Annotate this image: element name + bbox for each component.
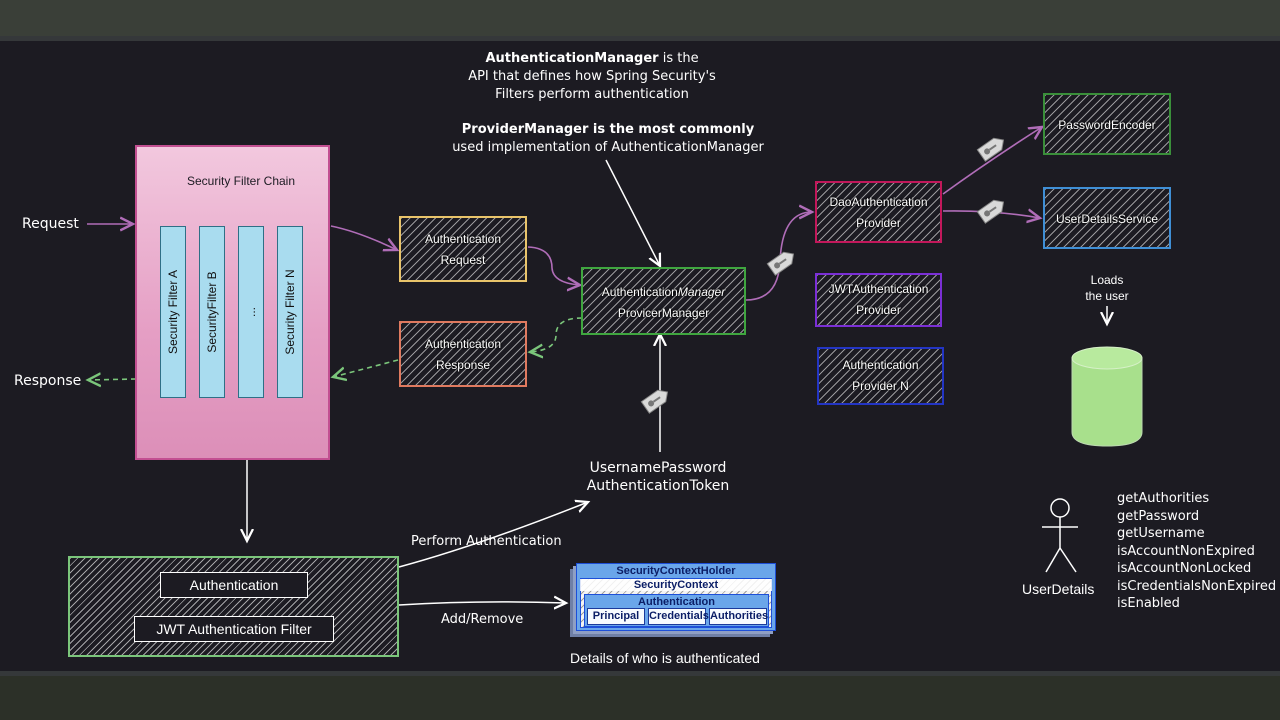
security-filter-a: Security Filter A <box>160 226 186 398</box>
manager-annotation-rest: is the <box>658 51 699 66</box>
manager-annotation: AuthenticationManager is the API that de… <box>430 50 754 104</box>
credentials-cell: Credentials <box>648 608 709 625</box>
loads-user-label: Loads the user <box>1067 272 1147 304</box>
loads-user-line2: the user <box>1085 289 1129 303</box>
token-line2: AuthenticationToken <box>586 478 730 494</box>
token-label: UsernamePassword AuthenticationToken <box>570 459 746 495</box>
arrow-chain-to-request <box>330 225 397 250</box>
manager-annotation-line3: Filters perform authentication <box>495 87 689 102</box>
arrow-dao-to-encoder <box>942 127 1042 195</box>
dao-provider-line1: DaoAuthentication <box>829 195 928 209</box>
database-icon <box>1071 346 1143 447</box>
method-is-enabled: isEnabled <box>1117 596 1180 611</box>
arrow-annotation-to-manager <box>605 159 660 266</box>
authentication-request-line2: Request <box>440 253 486 267</box>
authorities-cell: Authorities <box>709 608 768 625</box>
method-get-authorities: getAuthorities <box>1117 491 1210 506</box>
method-is-credentials-non-expired: isCredentialsNonExpired <box>1117 578 1277 594</box>
context-caption: Details of who is authenticated <box>570 650 760 666</box>
arrow-response <box>88 379 137 380</box>
jwt-provider-line1: JWTAuthentication <box>828 282 929 296</box>
jwt-provider-label: JWTAuthentication Provider <box>815 279 942 321</box>
user-details-service-label: UserDetailsService <box>1055 212 1159 226</box>
nth-provider-box <box>817 347 944 405</box>
key-tag-icon <box>640 389 669 414</box>
arrow-perform-auth <box>398 502 588 568</box>
method-get-password: getPassword <box>1117 508 1200 524</box>
security-filter-ellipsis-label: ... <box>244 306 258 318</box>
security-filter-b: SecurityFilter B <box>199 226 225 398</box>
jwt-filter-chip: JWT Authentication Filter <box>134 616 334 642</box>
password-encoder-label: PasswordEncoder <box>1058 118 1156 132</box>
dao-provider-label: DaoAuthentication Provider <box>815 192 942 234</box>
authentication-manager-plain: Authentication <box>601 285 678 299</box>
nth-provider-line2: Provider N <box>852 379 909 393</box>
jwt-provider-line2: Provider <box>856 303 901 317</box>
key-tag-icon <box>976 137 1005 162</box>
authentication-response-label: Authentication Response <box>399 334 527 376</box>
principal-cell: Principal <box>587 608 645 625</box>
authentication-request-line1: Authentication <box>424 232 502 246</box>
authentication-request-box <box>399 216 527 282</box>
authentication-manager-label: AuthenticationManager ProvicerManager <box>581 282 746 324</box>
user-details-methods: getAuthorities getPassword getUsername i… <box>1117 490 1280 613</box>
authentication-response-line1: Authentication <box>424 337 502 351</box>
authentication-response-line2: Response <box>435 358 491 372</box>
provider-manager-label: ProvicerManager <box>617 306 710 320</box>
add-remove-label: Add/Remove <box>441 612 524 627</box>
token-line1: UsernamePassword <box>589 460 727 476</box>
security-filter-n: Security Filter N <box>277 226 303 398</box>
security-filter-b-label: SecurityFilter B <box>205 271 219 353</box>
nth-provider-line1: Authentication <box>842 358 919 372</box>
authentication-request-label: Authentication Request <box>399 229 527 271</box>
jwt-provider-box <box>815 273 942 327</box>
manager-annotation-line2: API that defines how Spring Security's <box>468 69 716 84</box>
arrow-response-to-chain <box>333 359 399 377</box>
authentication-chip: Authentication <box>160 572 308 598</box>
arrow-request-to-manager <box>527 246 580 285</box>
method-is-account-non-expired: isAccountNonExpired <box>1117 543 1255 559</box>
dao-provider-line2: Provider <box>856 216 901 230</box>
loads-user-line1: Loads <box>1090 273 1124 287</box>
authentication-manager-box <box>581 267 746 335</box>
context-authentication-label: Authentication <box>638 596 715 608</box>
provider-annotation-line1: ProviderManager is the most commonly <box>461 122 755 137</box>
security-context-label: SecurityContext <box>580 579 772 591</box>
provider-annotation: ProviderManager is the most commonly use… <box>438 121 778 157</box>
arrow-manager-to-response <box>530 317 583 352</box>
manager-annotation-bold: AuthenticationManager <box>485 51 659 66</box>
provider-annotation-line2: used implementation of AuthenticationMan… <box>452 140 764 155</box>
authentication-manager-italic: Manager <box>677 285 726 299</box>
response-label: Response <box>14 373 82 389</box>
security-filter-a-label: Security Filter A <box>166 269 180 355</box>
dao-provider-box <box>815 181 942 243</box>
method-is-account-non-locked: isAccountNonLocked <box>1117 561 1252 576</box>
method-get-username: getUsername <box>1117 526 1205 541</box>
user-figure-icon <box>1042 498 1078 573</box>
top-band <box>0 0 1280 36</box>
authentication-response-box <box>399 321 527 387</box>
nth-provider-label: Authentication Provider N <box>817 355 944 397</box>
user-details-label: UserDetails <box>1022 581 1095 597</box>
security-filter-chain-title: Security Filter Chain <box>186 174 296 188</box>
request-label: Request <box>22 216 79 232</box>
user-details-service-box <box>1043 187 1171 249</box>
key-tag-icon <box>976 199 1005 224</box>
key-tag-icon <box>766 251 795 276</box>
password-encoder-box <box>1043 93 1171 155</box>
perform-authentication-label: Perform Authentication <box>411 534 562 549</box>
security-filter-n-label: Security Filter N <box>283 269 297 355</box>
security-context-holder-label: SecurityContextHolder <box>616 565 736 577</box>
security-filter-ellipsis: ... <box>238 226 264 398</box>
arrow-add-remove <box>398 602 566 605</box>
